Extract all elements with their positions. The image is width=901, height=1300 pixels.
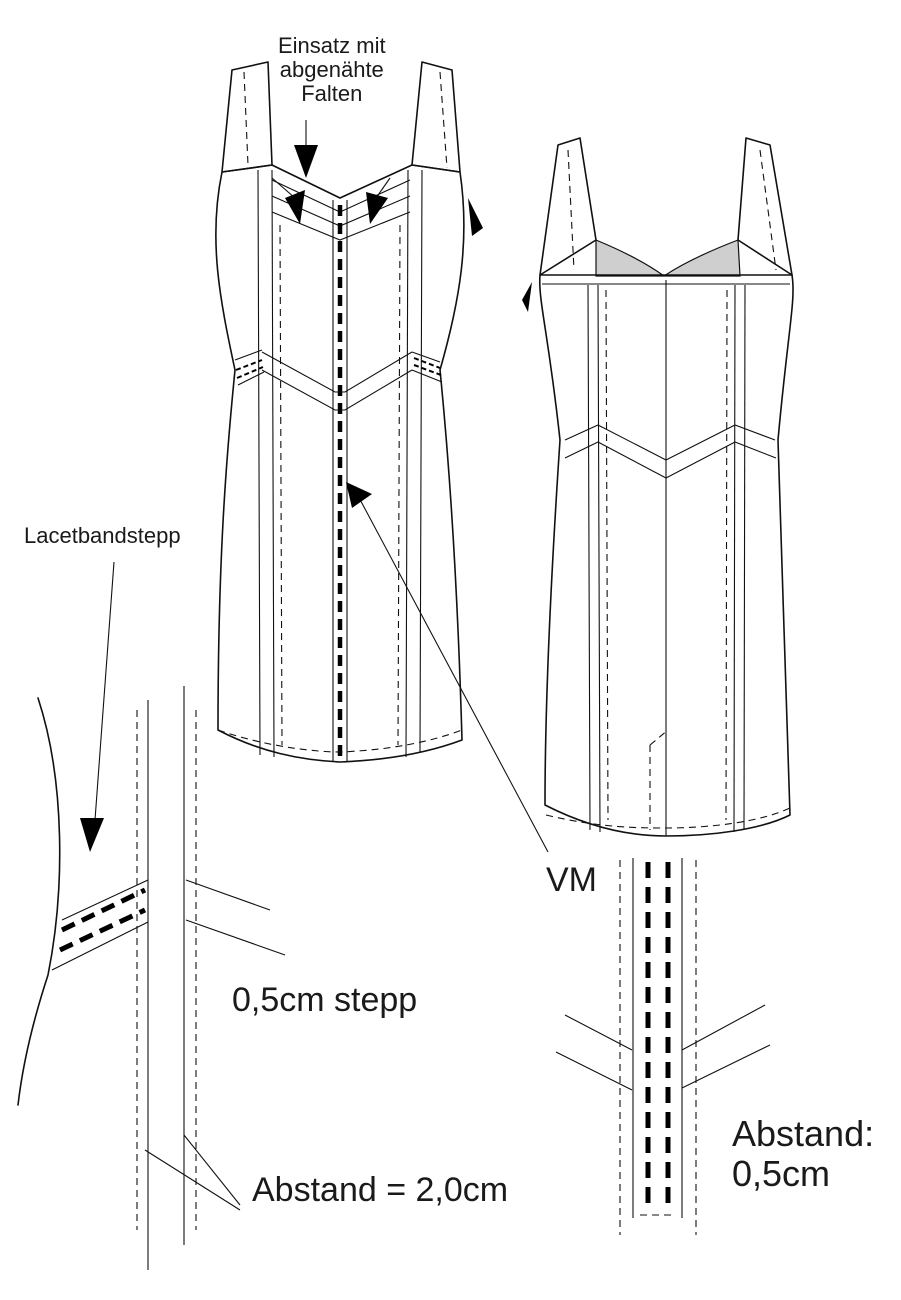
back-right-strap xyxy=(737,137,793,276)
vm-leader-line xyxy=(355,491,549,853)
front-dress xyxy=(215,61,483,763)
detail-side-seam xyxy=(17,561,286,1270)
label-pleats-insert: Einsatz mit abgenähte Falten xyxy=(278,33,386,107)
label-center-front: VM xyxy=(546,861,597,899)
arrow-icon xyxy=(80,818,104,852)
label-distance-05: Abstand: 0,5cm xyxy=(732,1113,875,1194)
label-distance-20: Abstand = 2,0cm xyxy=(252,1171,509,1209)
front-left-strap xyxy=(221,61,273,173)
detail-center-front xyxy=(555,858,771,1235)
front-right-strap xyxy=(411,61,461,173)
arrow-icon xyxy=(468,198,483,236)
back-neck-insert xyxy=(595,239,741,277)
back-dress xyxy=(522,137,794,837)
arrow-icon xyxy=(294,120,318,178)
label-stitch-05: 0,5cm stepp xyxy=(232,981,418,1019)
arrow-icon xyxy=(366,177,391,224)
back-left-strap xyxy=(539,137,597,276)
label-lacet-stitch: Lacetbandstepp xyxy=(24,523,181,548)
arrow-icon xyxy=(346,482,372,508)
front-dress-outline xyxy=(215,164,465,763)
arrow-icon xyxy=(522,282,532,312)
arrow-icon xyxy=(271,177,305,224)
